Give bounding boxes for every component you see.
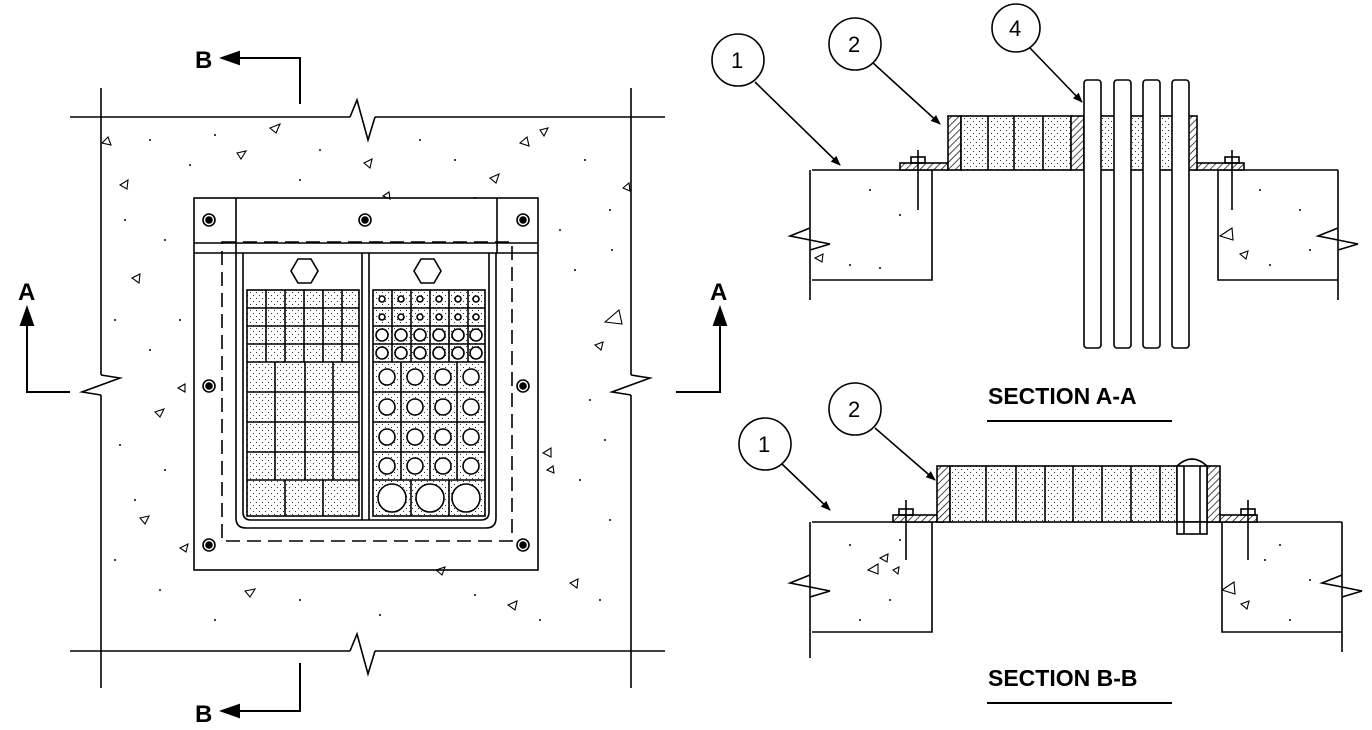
cut-label-b-bottom: B (195, 701, 212, 728)
section-b-callout-2: 2 (848, 397, 860, 422)
cut-marker-a-left (19, 304, 70, 393)
concrete-dots (114, 134, 613, 621)
section-b-title: SECTION B-B (988, 665, 1138, 691)
cut-label-a-left: A (18, 279, 35, 306)
cut-label-a-right: A (710, 279, 727, 306)
section-a-title: SECTION A-A (988, 383, 1137, 409)
cut-label-b-top: B (195, 47, 212, 74)
section-a-callout-4: 4 (1009, 16, 1021, 41)
section-b-callout-1: 1 (758, 432, 770, 457)
section-b-view (738, 382, 1363, 704)
hex-bolt-right (413, 258, 442, 284)
section-a-view (711, 3, 1359, 422)
cut-marker-b-top (218, 50, 301, 104)
section-a-callout-2: 2 (848, 32, 860, 57)
hex-bolt-left (290, 258, 319, 284)
section-a-callout-1: 1 (731, 48, 743, 73)
plan-view (19, 50, 728, 719)
left-module-grid (246, 289, 360, 517)
cut-marker-b-bottom (218, 663, 301, 719)
frame-bolts (202, 213, 530, 552)
concrete-fill (100, 122, 631, 611)
cut-marker-a-right (676, 304, 728, 393)
right-module-grid (372, 289, 486, 517)
